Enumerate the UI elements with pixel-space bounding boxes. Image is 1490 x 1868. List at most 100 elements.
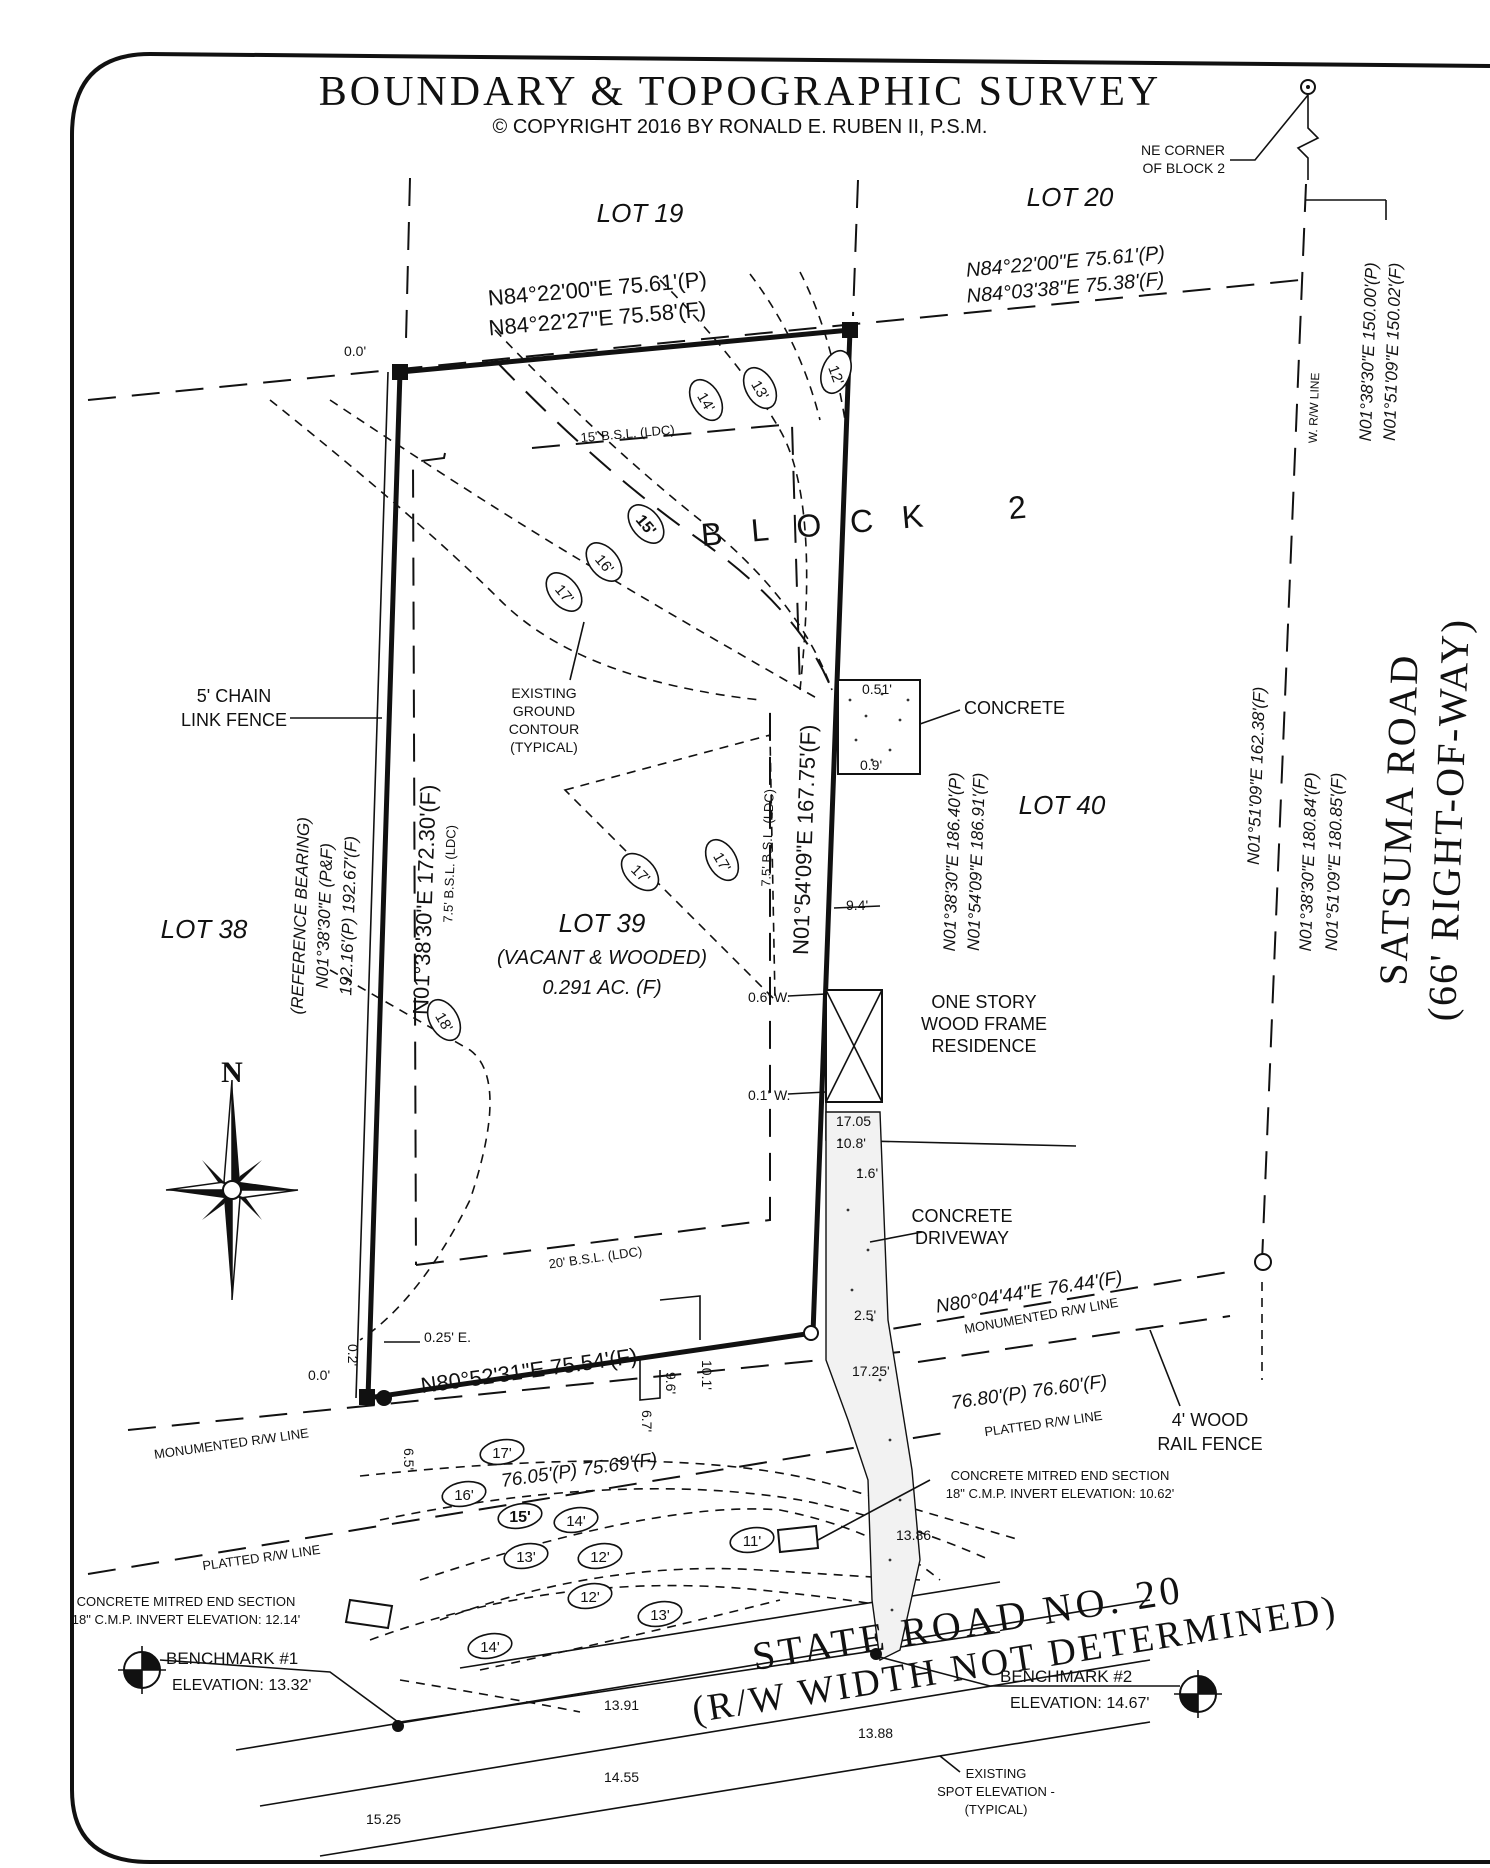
svg-text:13.88: 13.88 (858, 1725, 893, 1741)
satsuma-bearing-mid: N01°51'09"E 162.38'(F) (1244, 686, 1269, 865)
ne-corner-monument (1300, 79, 1316, 95)
svg-text:0.6' W.: 0.6' W. (748, 989, 790, 1005)
contour-labels: 12' 13' 14' 15' 16' 17' 17' 17' 18' 17' … (426, 349, 852, 1660)
concrete-label: CONCRETE (964, 698, 1065, 718)
satsuma-bearing-low-field: N01°51'09"E 180.85'(F) (1322, 772, 1347, 951)
lot40-bearing-field: N01°54'09"E 186.91'(F) (964, 772, 989, 951)
w-rw-line-label: W. R/W LINE (1306, 372, 1322, 443)
contour-label-3: CONTOUR (509, 721, 580, 737)
svg-text:15': 15' (509, 1509, 531, 1526)
lot40-bearing-plat: N01°38'30"E 186.40'(P) (940, 772, 965, 952)
satsuma-road-label: SATSUMA ROAD (1370, 653, 1427, 986)
platted-rw-west-label: PLATTED R/W LINE (201, 1542, 321, 1573)
svg-text:6.7': 6.7' (639, 1410, 655, 1432)
svg-text:12': 12' (590, 1549, 610, 1566)
mitred-west-label-2: 18" C.M.P. INVERT ELEVATION: 12.14' (72, 1612, 300, 1627)
bsl-20 (415, 700, 771, 1266)
svg-text:17.05: 17.05 (836, 1113, 871, 1129)
road-edge-2 (259, 1659, 1151, 1807)
benchmark-2-elev: ELEVATION: 14.67' (1010, 1695, 1149, 1712)
bsl-15 (531, 422, 801, 691)
satsuma-row-label: (66' RIGHT-OF-WAY) (1419, 617, 1478, 1022)
platted-rw-east-label: PLATTED R/W LINE (983, 1408, 1103, 1439)
benchmark-1-elev: ELEVATION: 13.32' (172, 1677, 311, 1694)
svg-text:17': 17' (492, 1445, 512, 1462)
contour-label-4: (TYPICAL) (510, 739, 578, 755)
bsl-75-east-label: 7.5' B.S.L. (LDC) (758, 789, 776, 887)
svg-text:14.55: 14.55 (604, 1769, 639, 1785)
contour-label-1: EXISTING (511, 685, 576, 701)
svg-text:13.91: 13.91 (604, 1697, 639, 1713)
mitred-east-label-2: 18" C.M.P. INVERT ELEVATION: 10.62' (946, 1486, 1174, 1501)
chain-fence-label-1: 5' CHAIN (197, 686, 271, 706)
driveway-label-1: CONCRETE (911, 1206, 1012, 1226)
north-label: N (221, 1056, 243, 1089)
svg-text:0.0': 0.0' (308, 1367, 330, 1383)
svg-text:2.5': 2.5' (854, 1307, 876, 1323)
spot-elev-label-2: SPOT ELEVATION - (937, 1784, 1055, 1799)
lot-20-label: LOT 20 (1027, 182, 1114, 212)
svg-text:9.6': 9.6' (663, 1372, 679, 1394)
mitred-west-label-1: CONCRETE MITRED END SECTION (77, 1594, 296, 1609)
svg-text:0.9': 0.9' (860, 757, 882, 773)
svg-text:17.25': 17.25' (852, 1363, 890, 1379)
sheet-border (70, 51, 1490, 1864)
svg-text:0.2': 0.2' (345, 1344, 361, 1366)
reference-bearing-2: N01°38'30"E (P&F) (312, 843, 336, 989)
svg-text:10.1': 10.1' (699, 1360, 715, 1390)
concrete-pad (837, 679, 921, 775)
bsl-20-label: 20' B.S.L. (LDC) (548, 1244, 643, 1272)
ne-lot-corner-monument (842, 322, 858, 338)
platted-rw-line-south (87, 1431, 951, 1575)
north-lot-line-extension (87, 279, 1301, 401)
dimension-labels: 0.0' 0.0' 0.2' 0.25' E. 6.5' 9.6' 10.1' … (308, 343, 931, 1543)
svg-text:10.8': 10.8' (836, 1135, 866, 1151)
residence-label-2: WOOD FRAME (921, 1014, 1047, 1034)
residence-label-1: ONE STORY (931, 992, 1036, 1012)
benchmark-2 (870, 1648, 1222, 1718)
driveway-label-2: DRIVEWAY (915, 1228, 1009, 1248)
lot-39-label: LOT 39 (559, 908, 646, 938)
monumented-rw-line-north (849, 1269, 1241, 1337)
ne-corner-label-2: OF BLOCK 2 (1143, 160, 1226, 176)
ne-corner-label-1: NE CORNER (1141, 142, 1225, 158)
reference-bearing-3: 192.16'(P) 192.67'(F) (336, 836, 361, 996)
svg-text:11': 11' (743, 1533, 762, 1550)
lot-39-area: 0.291 AC. (F) (542, 977, 661, 999)
satsuma-bearing-field: N01°51'09"E 150.02'(F) (1380, 262, 1405, 441)
concrete-driveway (825, 1111, 921, 1662)
benchmark-1 (118, 1646, 404, 1732)
lot-40-label: LOT 40 (1019, 790, 1106, 820)
sw-corner-monument (376, 1390, 392, 1406)
north-arrow (165, 1079, 299, 1301)
svg-text:14': 14' (480, 1639, 500, 1656)
west-bearing: N01°38'30"E 172.30'(F) (408, 784, 441, 1015)
svg-text:1.6': 1.6' (856, 1165, 878, 1181)
mitred-end-section-east (776, 1479, 931, 1554)
svg-text:13.86: 13.86 (896, 1527, 931, 1543)
contours (269, 271, 1021, 1713)
bsl-75-west-label: 7.5' B.S.L. (LDC) (440, 825, 458, 923)
svg-text:14': 14' (566, 1513, 586, 1530)
wood-fence-label-1: 4' WOOD (1172, 1410, 1248, 1430)
satsuma-bearing-low-plat: N01°38'30"E 180.84'(P) (1296, 772, 1321, 952)
title: BOUNDARY & TOPOGRAPHIC SURVEY (319, 69, 1162, 115)
block-label: B L O C K 2 (699, 488, 1037, 553)
monumented-rw-west-label: MONUMENTED R/W LINE (153, 1425, 310, 1462)
road-plat-field: 76.05'(P) 75.69'(F) (500, 1449, 659, 1492)
road-edge-3 (319, 1721, 1151, 1857)
reference-bearing-1: (REFERENCE BEARING) (288, 817, 314, 1015)
residence-label-3: RESIDENCE (931, 1036, 1036, 1056)
spot-elev-label-1: EXISTING (966, 1766, 1027, 1781)
svg-text:0.25' E.: 0.25' E. (424, 1329, 471, 1345)
wood-fence-label-2: RAIL FENCE (1157, 1434, 1262, 1454)
svg-text:0.1' W.: 0.1' W. (748, 1087, 790, 1103)
lot-39-desc: (VACANT & WOODED) (497, 947, 707, 969)
road-edge-1 (235, 1599, 1151, 1751)
platted-rw-line-north (917, 1315, 1231, 1363)
bsl-15-label: 15' B.S.L. (LDC) (580, 422, 675, 445)
svg-text:6.5': 6.5' (401, 1448, 417, 1470)
svg-text:9.4': 9.4' (846, 897, 868, 913)
contour-label-2: GROUND (513, 703, 575, 719)
lot-19-label: LOT 19 (597, 198, 684, 228)
